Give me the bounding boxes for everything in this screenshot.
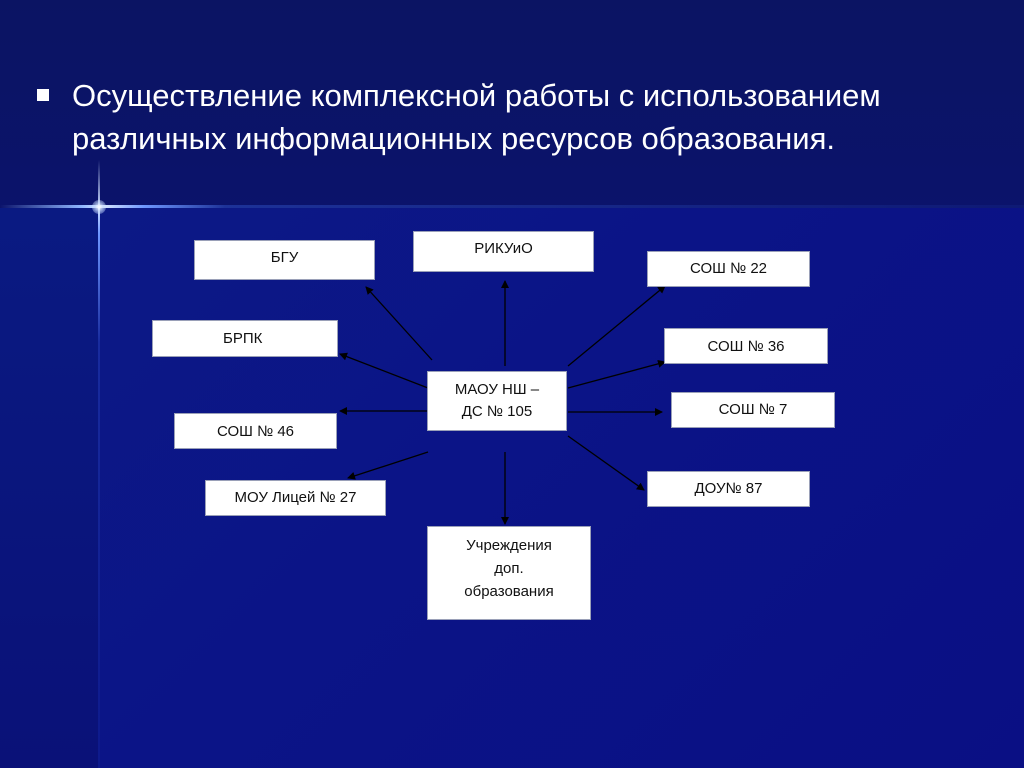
- node-sosh36: СОШ № 36: [664, 328, 828, 364]
- node-rikuio-label: РИКУиО: [474, 240, 533, 257]
- arrow-to-sosh36: [567, 359, 666, 389]
- node-dop: Учреждения доп. образования: [427, 526, 591, 620]
- slide-title: Осуществление комплексной работы с испол…: [72, 78, 881, 156]
- node-bgu: БГУ: [194, 240, 375, 280]
- node-center-line1: МАОУ НШ –: [454, 381, 540, 398]
- node-sosh22-label: СОШ № 22: [689, 260, 768, 277]
- decorative-flare: [92, 200, 106, 214]
- header-background: [0, 0, 1024, 208]
- decorative-vertical-line: [98, 160, 100, 768]
- node-dop-line2: доп.: [494, 560, 524, 577]
- node-center: МАОУ НШ – ДС № 105: [427, 371, 567, 431]
- arrow-to-brpk: [339, 352, 429, 389]
- arrow-to-sosh22: [567, 285, 666, 367]
- node-rikuio: РИКУиО: [413, 231, 594, 272]
- node-sosh7-label: СОШ № 7: [718, 401, 788, 418]
- node-dou87: ДОУ№ 87: [647, 471, 810, 507]
- node-sosh7: СОШ № 7: [671, 392, 835, 428]
- node-licey27-label: МОУ Лицей № 27: [234, 489, 357, 506]
- node-center-line2: ДС № 105: [461, 403, 533, 420]
- left-band: [0, 208, 98, 768]
- node-sosh46: СОШ № 46: [174, 413, 337, 449]
- content-background: [0, 208, 1024, 768]
- arrow-to-bgu: [365, 286, 433, 361]
- node-dop-line1: Учреждения: [466, 537, 552, 554]
- node-sosh46-label: СОШ № 46: [216, 423, 295, 440]
- decorative-horizontal-line: [0, 205, 1024, 208]
- node-dou87-label: ДОУ№ 87: [694, 480, 763, 497]
- node-sosh36-label: СОШ № 36: [707, 338, 785, 355]
- node-sosh22: СОШ № 22: [647, 251, 810, 287]
- node-dop-line3: образования: [464, 583, 554, 600]
- bullet-icon: [37, 89, 49, 101]
- node-brpk-label: БРПК: [223, 330, 263, 347]
- arrow-to-licey27: [347, 451, 429, 480]
- node-licey27: МОУ Лицей № 27: [205, 480, 386, 516]
- arrow-to-dou87: [567, 435, 645, 491]
- node-brpk: БРПК: [152, 320, 338, 357]
- node-bgu-label: БГУ: [270, 249, 299, 266]
